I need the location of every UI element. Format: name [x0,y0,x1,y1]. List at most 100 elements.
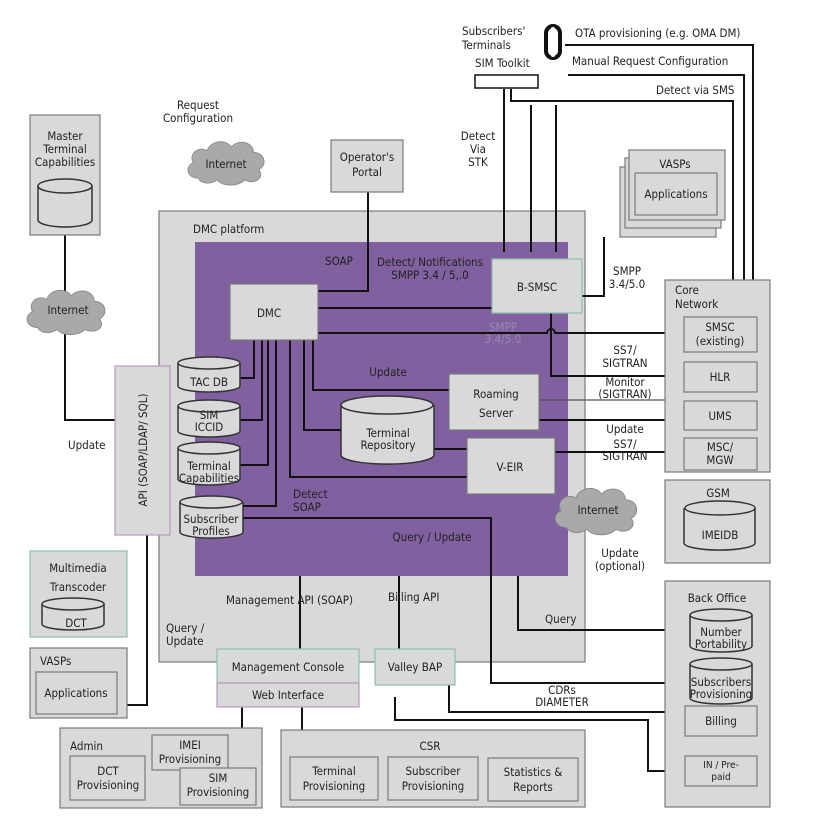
b-smsc-label: B-SMSC [517,280,557,294]
applications-right[interactable] [634,172,718,216]
dct-provisioning[interactable] [69,755,146,801]
subscribers-terminals-label: Subscribers'Terminals [461,24,525,52]
back-office-label: Back Office [688,591,747,605]
web-interface-label: Web Interface [252,688,324,702]
billing-api-label: Billing API [388,590,439,604]
msc-mgw-label: MSC/MGW [706,440,733,467]
dmc-platform-label: DMC platform [193,222,264,236]
smsc-box[interactable] [683,316,758,353]
terminal-provisioning[interactable] [289,756,379,801]
vasps-left-label: VASPs [40,654,71,668]
update-ums-label: Update [606,422,643,436]
update-left-label: Update [68,438,105,452]
sim-iccid-database [177,399,241,438]
query-label: Query [545,612,576,626]
applications-left-label: Applications [44,686,107,700]
ss7-sigtran-1-label: SS7/SIGTRAN [602,343,647,370]
in-prepaid-box[interactable] [684,755,758,787]
api-box [114,365,171,536]
subscribers-provisioning-database [689,657,753,705]
number-portability-database [689,608,753,653]
ota-label: OTA provisioning (e.g. OMA DM) [575,26,740,40]
gsm-label: GSM [706,486,730,500]
dct-database-icon [41,597,105,631]
roaming-server-box[interactable] [448,373,540,431]
statistics-reports[interactable] [487,757,579,802]
applications-right-label: Applications [644,187,707,201]
v-eir-label: V-EIR [497,460,524,474]
management-api-label: Management API (SOAP) [226,593,353,607]
detect-sms-label: Detect via SMS [656,83,734,97]
csr-label: CSR [420,739,441,753]
subscriber-provisioning[interactable] [387,756,479,801]
billing-label: Billing [705,714,737,728]
tac-db-database [177,356,241,393]
soap-label: SOAP [325,254,353,268]
terminal-capabilities-database [177,441,241,486]
web-interface[interactable] [216,682,360,708]
query-update-label: Query / Update [393,530,472,544]
update-optional-label: Update(optional) [595,546,645,573]
subscriber-profiles-database [179,495,244,539]
internet-left-label: Internet [47,303,88,317]
dmc-box[interactable] [229,283,319,341]
api-label: API (SOAP/LDAP/ SQL) [136,393,150,506]
dmc-label: DMC [257,306,281,320]
ss7-sigtran-2-label: SS7/SIGTRAN [602,437,647,463]
internet-right-label: Internet [577,503,618,517]
vasps-right-label: VASPs [659,157,690,171]
imeidb-label: IMEIDB [702,528,739,542]
sim-toolkit-label: SIM Toolkit [475,56,530,70]
manual-request-label: Manual Request Configuration [572,54,728,68]
monitor-label: Monitor(SIGTRAN) [598,375,651,401]
applications-left[interactable] [35,671,118,715]
in-prepaid-label: IN / Pre-paid [703,760,739,783]
billing-box[interactable] [684,705,758,737]
smsc-label: SMSC(existing) [696,320,745,348]
imei-provisioning[interactable] [151,734,229,771]
ums-label: UMS [708,409,731,423]
valley-bap[interactable] [374,648,456,686]
v-eir-box[interactable] [466,437,556,495]
internet-top-label: Internet [205,157,246,171]
msc-mgw-box[interactable] [683,437,758,471]
hlr-box[interactable] [683,361,758,393]
sim-provisioning[interactable] [179,767,257,806]
admin-label: Admin [70,739,103,753]
tac-db-label: TAC DB [189,375,228,389]
statistics-reports-label: Statistics &Reports [504,765,563,794]
ums-box[interactable] [683,400,758,431]
b-smsc-box[interactable] [491,258,583,314]
connection-lines [64,44,754,772]
dct-label: DCT [65,616,87,630]
mobile-phone-icon [544,24,562,60]
imeidb-database [683,500,756,551]
valley-bap-label: Valley BAP [388,660,442,674]
operators-portal[interactable] [330,139,404,193]
terminal-repository-database [340,395,435,465]
update-label: Update [369,365,406,379]
sim-toolkit-box [474,74,539,89]
